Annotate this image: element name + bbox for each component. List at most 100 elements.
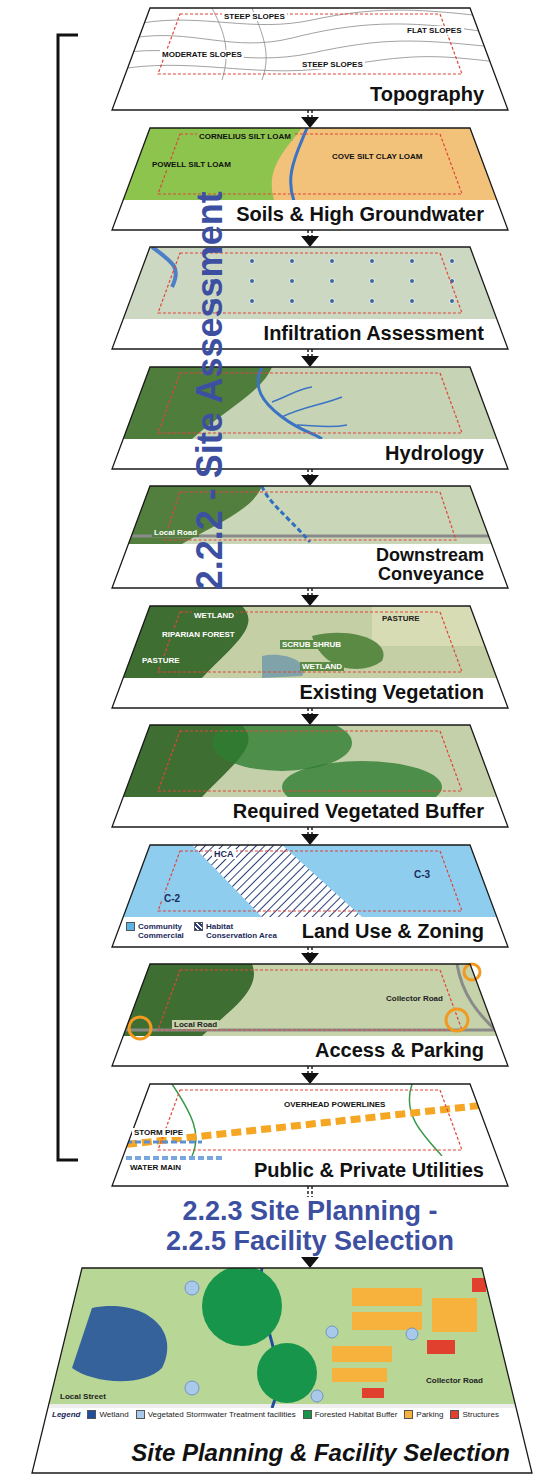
- layer-sheet: Access & Parking: [112, 964, 508, 1066]
- legend-swatch: [126, 922, 135, 931]
- legend-item: Habitat Conservation Area: [194, 922, 280, 940]
- arrow-head: [301, 953, 319, 964]
- layer-title: Existing Vegetation: [300, 681, 484, 704]
- flow-line: [307, 708, 309, 714]
- flow-line: [311, 708, 313, 714]
- flow-line: [307, 588, 309, 595]
- map-label: STORM PIPE: [132, 1128, 185, 1137]
- map-label: OVERHEAD POWERLINES: [282, 1100, 387, 1109]
- legend-item: Structures: [450, 1410, 498, 1419]
- flow-arrow: [301, 469, 319, 486]
- sheet-edge: [112, 247, 508, 349]
- layer-title: Infiltration Assessment: [264, 322, 484, 345]
- flow-line: [311, 110, 313, 117]
- infiltration-map: [112, 247, 512, 349]
- section-bracket: [58, 35, 78, 1160]
- map-label: Collector Road: [384, 994, 445, 1003]
- flow-arrow: [301, 708, 319, 725]
- flow-arrow: [301, 349, 319, 367]
- site-plan-map: [32, 1266, 532, 1473]
- arrow-head: [301, 117, 319, 128]
- map-label: FLAT SLOPES: [405, 26, 464, 35]
- layer-sheet: Soils & High Groundwater: [112, 128, 508, 230]
- flow-line: [307, 1066, 309, 1073]
- flow-line: [311, 827, 313, 834]
- legend-text: Wetland: [99, 1410, 128, 1419]
- map-label: RIPARIAN FOREST: [160, 630, 237, 639]
- flow-line: [307, 827, 309, 834]
- sheet-edge: [112, 606, 508, 708]
- zoning-map: [112, 845, 512, 947]
- flow-line: [307, 469, 309, 475]
- map-label: Local Road: [172, 1020, 219, 1029]
- flow-line: [307, 349, 309, 356]
- legend-swatch: [136, 1410, 145, 1419]
- layer-title: Land Use & Zoning: [302, 920, 484, 943]
- flow-line: [311, 349, 313, 356]
- legend-text: Structures: [462, 1410, 498, 1419]
- legend-item: Forested Habitat Buffer: [303, 1410, 398, 1419]
- layer-sheet: Site Planning & Facility Selection: [32, 1268, 532, 1473]
- utilities-map: [112, 1084, 512, 1186]
- flow-arrow: [301, 588, 319, 606]
- legend-text: Habitat Conservation Area: [206, 922, 280, 940]
- flow-line: [307, 947, 309, 953]
- flow-line: [307, 230, 309, 236]
- layer-title: Public & Private Utilities: [254, 1159, 484, 1182]
- map-label: CORNELIUS SILT LOAM: [197, 132, 293, 141]
- map-label: STEEP SLOPES: [300, 60, 365, 69]
- soils-map: [112, 128, 512, 230]
- map-label: MODERATE SLOPES: [160, 50, 244, 59]
- vegetation-map: [112, 606, 512, 708]
- sheet-edge: [112, 8, 508, 110]
- topography-map: [112, 8, 508, 110]
- layer-title: Downstream Conveyance: [364, 546, 484, 584]
- hydrology-map: [112, 367, 512, 469]
- legend-item: Wetland: [87, 1410, 128, 1419]
- legend-text: Vegetated Stormwater Treatment facilitie…: [148, 1410, 296, 1419]
- sheet-edge: [112, 845, 508, 947]
- layer-title: Topography: [370, 83, 484, 106]
- map-label: Collector Road: [424, 1376, 485, 1385]
- sheet-edge: [112, 725, 508, 827]
- map-label: WATER MAIN: [128, 1163, 183, 1172]
- arrow-head: [301, 1257, 319, 1268]
- layer-sheet: Hydrology: [112, 367, 508, 469]
- flow-line: [311, 1066, 313, 1073]
- legend-item: Community Commercial: [126, 922, 188, 940]
- sheet-edge: [112, 486, 508, 588]
- layer-sheet: Required Vegetated Buffer: [112, 725, 508, 827]
- legend-text: Community Commercial: [138, 922, 188, 940]
- sheet-edge: [112, 964, 508, 1066]
- map-label: SCRUB SHRUB: [280, 640, 343, 649]
- legend-swatch: [404, 1410, 413, 1419]
- legend-swatch: [194, 922, 203, 931]
- flow-arrow: [301, 947, 319, 964]
- arrow-head: [301, 1073, 319, 1084]
- flow-line: [311, 947, 313, 953]
- legend-item: Vegetated Stormwater Treatment facilitie…: [136, 1410, 296, 1419]
- flow-line: [311, 588, 313, 595]
- legend-swatch: [303, 1410, 312, 1419]
- arrow-head: [301, 356, 319, 367]
- map-label: STEEP SLOPES: [222, 12, 287, 21]
- map-label: WETLAND: [192, 611, 236, 620]
- map-label: PASTURE: [380, 614, 422, 623]
- flow-arrow: [301, 827, 319, 845]
- flow-line: [311, 230, 313, 236]
- access-map: [112, 964, 512, 1066]
- layer-sheet: Infiltration Assessment: [112, 247, 508, 349]
- sheet-edge: [32, 1268, 532, 1473]
- map-label: POWELL SILT LOAM: [150, 160, 233, 169]
- layer-title: Required Vegetated Buffer: [233, 800, 484, 823]
- map-label: COVE SILT CLAY LOAM: [330, 152, 425, 161]
- map-label: PASTURE: [140, 656, 182, 665]
- buffer-map: [112, 715, 512, 827]
- legend-heading: Legend: [52, 1410, 80, 1419]
- flow-arrow: [301, 110, 319, 128]
- layer-title: Soils & High Groundwater: [236, 203, 484, 226]
- legend-text: Parking: [416, 1410, 443, 1419]
- legend-swatch: [450, 1410, 459, 1419]
- map-label: Local Road: [152, 528, 199, 537]
